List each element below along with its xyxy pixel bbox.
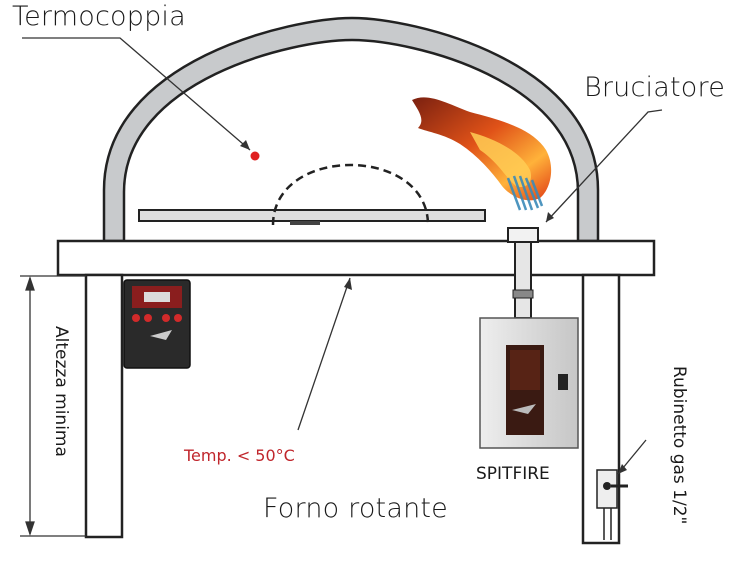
left-leg [84, 273, 124, 539]
label-rubinetto-gas: Rubinetto gas 1/2" [669, 366, 689, 525]
oven-base-slab [56, 239, 656, 277]
baking-plate [138, 209, 486, 222]
pipe-joint [512, 289, 534, 299]
label-bruciatore: Bruciatore [584, 72, 726, 103]
label-temperature: Temp. < 50°C [184, 446, 295, 465]
thermocouple-arrowhead [240, 140, 250, 150]
thermocouple-leader [22, 37, 251, 151]
label-altezza-minima: Altezza minima [51, 326, 71, 457]
gas-tap-arrowhead [618, 464, 627, 474]
label-termocoppia: Termocoppia [12, 1, 186, 32]
thermocouple-point [250, 151, 260, 161]
burner-nozzle-cap [507, 227, 539, 243]
burner-flame [412, 97, 552, 211]
height-dimension [20, 275, 86, 537]
label-forno-rotante: Forno rotante [263, 493, 448, 524]
burner-pipe [514, 241, 532, 319]
spitfire-burner-unit [479, 317, 579, 449]
label-spitfire: SPITFIRE [476, 464, 550, 484]
burner-arrowhead [546, 212, 554, 222]
slab-arrowhead [344, 278, 352, 290]
slab-leader [297, 277, 351, 431]
temperature-controller [123, 279, 191, 369]
rotating-pizza-outline [271, 163, 430, 226]
plate-support [290, 221, 320, 225]
gas-tap [596, 469, 628, 540]
burner-leader [545, 109, 663, 223]
